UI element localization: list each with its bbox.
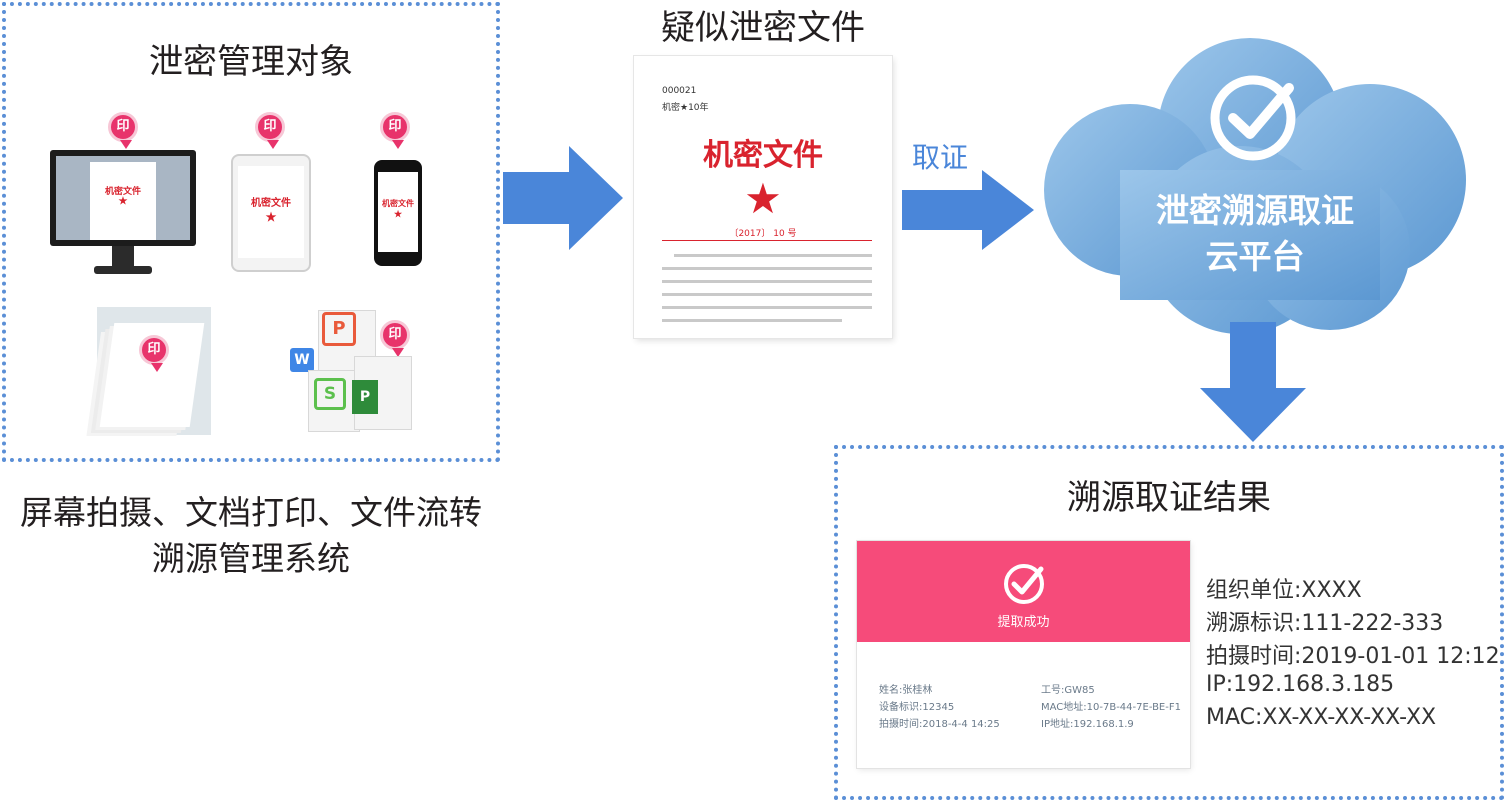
word-file-icon: W (290, 348, 314, 372)
card-name: 姓名:张桂林 (879, 685, 933, 696)
card-device-id: 设备标识:12345 (879, 702, 955, 713)
doc-number: 〔2017〕 10 号 (729, 229, 797, 239)
info-ip: IP:192.168.3.185 (1206, 672, 1395, 697)
card-employee-no: 工号:GW85 (1041, 685, 1095, 696)
print-pin-icon: 印 (380, 112, 410, 149)
phone-icon: 机密文件 ★ (374, 160, 422, 266)
left-caption-line1: 屏幕拍摄、文档打印、文件流转 (20, 493, 482, 532)
extract-success-label: 提取成功 (997, 615, 1050, 630)
star-icon: ★ (265, 210, 277, 224)
star-icon: ★ (393, 210, 403, 220)
left-caption-line2: 溯源管理系统 (152, 539, 350, 578)
cloud-title-line1: 泄密溯源取证 (1156, 191, 1354, 230)
info-mac: MAC:XX-XX-XX-XX-XX (1206, 705, 1437, 730)
doc-star-icon: ★ (744, 174, 782, 223)
forensics-label: 取证 (912, 141, 969, 174)
managed-objects-panel (2, 2, 500, 462)
card-ip: IP地址:192.168.1.9 (1041, 719, 1134, 730)
trace-result-title: 溯源取证结果 (1067, 478, 1271, 518)
mini-doc-title: 机密文件 (104, 187, 141, 197)
managed-objects-title: 泄密管理对象 (149, 42, 353, 82)
cloud-title-line2: 云平台 (1205, 237, 1305, 276)
info-capture-time: 拍摄时间:2019-01-01 12:12 (1206, 644, 1500, 669)
sheet-file-icon: S (314, 378, 346, 410)
right-arrow-icon (902, 170, 1034, 250)
trace-result-panel (834, 445, 1504, 800)
star-icon: ★ (118, 196, 128, 207)
doc-main-title: 机密文件 (703, 138, 823, 173)
print-pin-icon: 印 (255, 112, 285, 149)
print-pin-icon: 印 (139, 335, 169, 372)
down-arrow-icon (1200, 322, 1306, 442)
tablet-icon: 机密文件 ★ (231, 154, 311, 272)
print-pin-icon: 印 (108, 112, 138, 149)
print-pin-icon: 印 (380, 320, 410, 357)
suspected-doc-title: 疑似泄密文件 (661, 8, 865, 48)
info-trace-id: 溯源标识:111-222-333 (1206, 611, 1444, 636)
card-capture-time: 拍摄时间:2018-4-4 14:25 (879, 719, 1000, 730)
right-arrow-icon (503, 146, 623, 250)
result-card: 提取成功 姓名:张桂林 工号:GW85 设备标识:12345 MAC地址:10-… (857, 541, 1190, 768)
check-circle-icon (1210, 75, 1296, 161)
project-file-icon: P (352, 380, 378, 414)
mini-doc-title: 机密文件 (382, 198, 414, 208)
paper-stack-image: 印 (97, 307, 211, 435)
doc-header-level: 机密★10年 (662, 103, 709, 113)
info-org: 组织单位:XXXX (1206, 578, 1362, 603)
card-mac: MAC地址:10-7B-44-7E-BE-F1 (1041, 702, 1181, 713)
presentation-file-icon: P (322, 312, 356, 346)
doc-header-number: 000021 (662, 86, 697, 96)
mini-doc-title: 机密文件 (251, 198, 291, 209)
success-check-icon (1004, 564, 1044, 604)
suspected-document: 000021 机密★10年 机密文件 ★ 〔2017〕 10 号 (634, 56, 892, 338)
monitor-icon: 机密文件 ★ (50, 150, 196, 278)
office-files-icon: P W S P (288, 300, 414, 432)
